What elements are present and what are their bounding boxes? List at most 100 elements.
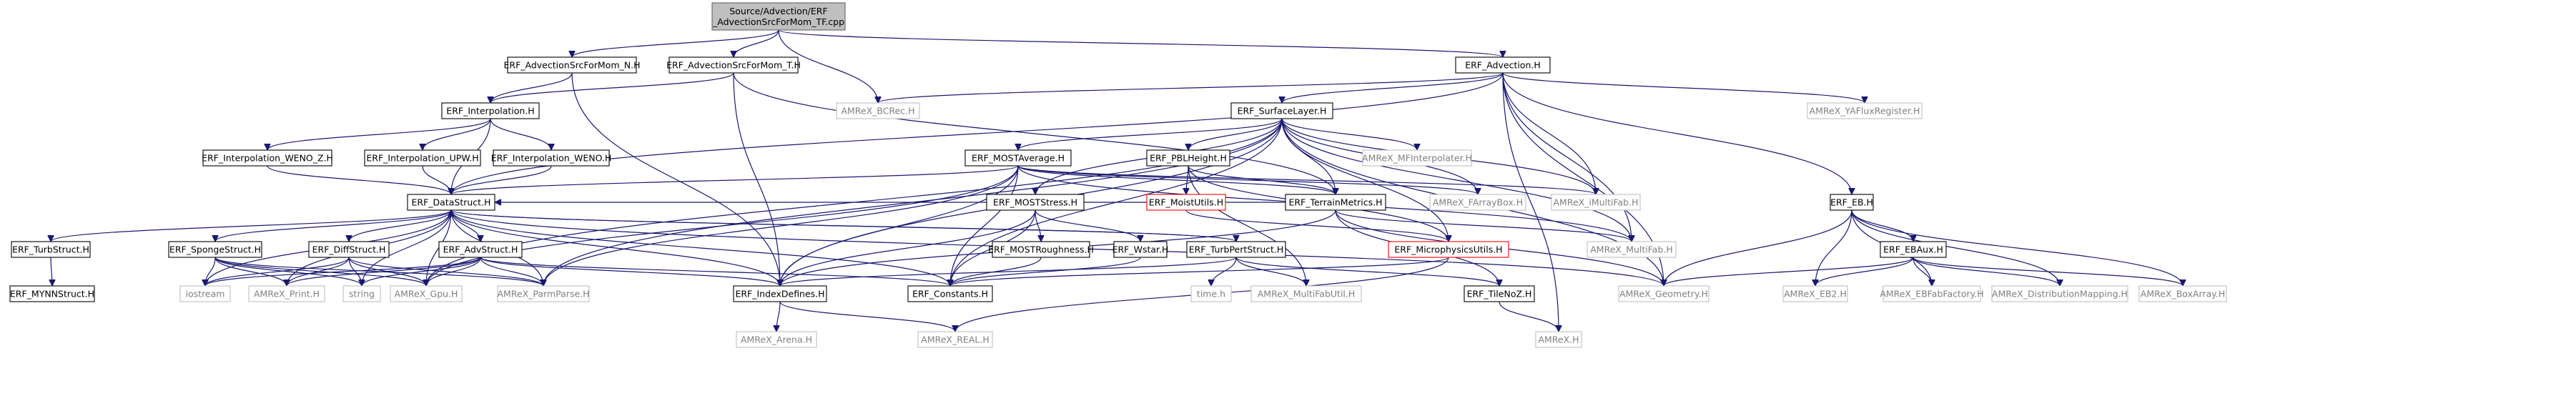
edge-surf-to-mostavg <box>1018 118 1283 151</box>
node-box <box>507 56 637 74</box>
edge-adv-to-surf <box>1282 72 1504 104</box>
edge-root-to-adv <box>778 29 1503 58</box>
edge-eb-to-ebaux <box>1851 209 1913 242</box>
node-farray: AMReX_FArrayBox.H <box>1429 194 1526 211</box>
edge-adv-to-yaflux <box>1502 72 1865 104</box>
node-mostavg[interactable]: ERF_MOSTAverage.H <box>964 149 1072 167</box>
node-tilenoz[interactable]: ERF_TileNoZ.H <box>1464 285 1535 302</box>
node-label: Source/Advection/ERF <box>729 6 827 16</box>
node-box <box>1880 241 1947 258</box>
edge-micro-to-constants <box>950 257 1449 287</box>
edge-moststress-to-mostrough <box>1035 209 1041 242</box>
node-box <box>1830 194 1874 211</box>
node-label: AMReX_BCRec.H <box>841 106 914 117</box>
node-indexdef[interactable]: ERF_IndexDefines.H <box>733 285 827 302</box>
node-box <box>1991 285 2128 302</box>
node-box <box>1618 285 1709 302</box>
node-ebaux[interactable]: ERF_EBAux.H <box>1880 241 1947 258</box>
edge-turbpert-to-indexdef <box>780 257 1237 287</box>
edge-datastruct-to-sponge <box>215 209 452 242</box>
node-box <box>1464 285 1535 302</box>
node-box <box>9 285 95 302</box>
edge-src_n-to-interp <box>490 72 573 104</box>
node-mostrough[interactable]: ERF_MOSTRoughness.H <box>988 241 1094 258</box>
node-box <box>1362 149 1472 167</box>
edge-mostavg-to-imulti <box>1017 165 1596 195</box>
edge-src_n-to-indexdef <box>571 72 780 286</box>
node-box <box>1113 241 1168 258</box>
node-box <box>179 285 231 302</box>
node-sponge[interactable]: ERF_SpongeStruct.H <box>168 241 262 258</box>
node-interp[interactable]: ERF_Interpolation.H <box>441 102 540 119</box>
node-src_n[interactable]: ERF_AdvectionSrcForMom_N.H <box>504 56 641 74</box>
node-label: ERF_SpongeStruct.H <box>169 244 261 255</box>
node-micro[interactable]: ERF_MicrophysicsUtils.H <box>1388 241 1509 258</box>
node-label: AMReX.H <box>1538 335 1579 345</box>
node-box <box>917 331 993 348</box>
node-wstar[interactable]: ERF_Wstar.H <box>1112 241 1169 258</box>
node-box <box>1586 241 1677 258</box>
node-eb2: AMReX_EB2.H <box>1782 285 1848 302</box>
edge-surf-to-pbl <box>1188 118 1283 151</box>
node-wenoz[interactable]: ERF_Interpolation_WENO_Z.H <box>202 149 333 167</box>
node-datastruct[interactable]: ERF_DataStruct.H <box>407 194 495 211</box>
node-diff[interactable]: ERF_DiffStruct.H <box>308 241 390 258</box>
edge-turbpert-to-mfutil <box>1235 257 1306 287</box>
node-box <box>1535 331 1582 348</box>
node-label: AMReX_EB2.H <box>1784 289 1847 299</box>
node-box <box>308 241 390 258</box>
node-mynn[interactable]: ERF_MYNNStruct.H <box>9 285 95 302</box>
edge-surf-to-multifab <box>1281 118 1632 242</box>
node-upw[interactable]: ERF_Interpolation_UPW.H <box>364 149 481 167</box>
edge-adv-to-imulti <box>1502 72 1596 194</box>
edge-eb-to-distmap <box>1851 209 2060 286</box>
node-label: ERF_MOSTStress.H <box>993 197 1077 208</box>
edge-wenoz-to-datastruct <box>267 165 451 195</box>
node-label: AMReX_ParmParse.H <box>497 289 589 299</box>
node-label: AMReX_FArrayBox.H <box>1433 197 1523 208</box>
edge-mostrough-to-constants <box>950 257 1042 287</box>
node-gpu: AMReX_Gpu.H <box>390 285 463 302</box>
node-box <box>248 285 325 302</box>
node-box <box>441 102 540 119</box>
node-label: ERF_EBAux.H <box>1883 244 1943 255</box>
node-label: AMReX_YAFluxRegister.H <box>1810 106 1920 117</box>
node-label: _AdvectionSrcForMom_TF.cpp <box>712 16 844 27</box>
edge-mostavg-to-farray <box>1017 165 1478 195</box>
node-imulti: AMReX_iMultiFab.H <box>1551 194 1641 211</box>
node-turbpert[interactable]: ERF_TurbPertStruct.H <box>1186 241 1286 258</box>
node-moststress[interactable]: ERF_MOSTStress.H <box>986 194 1085 211</box>
edge-src_t-to-terrain <box>733 72 1336 194</box>
node-root[interactable]: Source/Advection/ERF_AdvectionSrcForMom_… <box>711 2 846 31</box>
node-eb[interactable]: ERF_EB.H <box>1830 194 1874 211</box>
node-label: AMReX_MultiFab.H <box>1590 244 1673 255</box>
edge-turbpert-to-datastruct <box>451 209 1237 242</box>
node-label: ERF_Interpolation_WENO.H <box>491 153 612 164</box>
node-box <box>733 285 827 302</box>
node-label: ERF_DiffStruct.H <box>312 244 386 255</box>
node-pbl[interactable]: ERF_PBLHeight.H <box>1146 149 1230 167</box>
node-mfinterp: AMReX_MFInterpolater.H <box>1362 149 1472 167</box>
node-box <box>1250 285 1362 302</box>
node-label: ERF_MicrophysicsUtils.H <box>1394 244 1502 255</box>
node-advstruct[interactable]: ERF_AdvStruct.H <box>438 241 523 258</box>
edge-turbpert-to-tilenoz <box>1235 257 1499 287</box>
node-src_t[interactable]: ERF_AdvectionSrcForMom_T.H <box>666 56 801 74</box>
node-weno[interactable]: ERF_Interpolation_WENO.H <box>491 149 612 167</box>
edge-root-to-src_t <box>734 29 779 58</box>
node-moist[interactable]: ERF_MoistUtils.H <box>1146 194 1226 211</box>
node-box <box>168 241 262 258</box>
node-adv[interactable]: ERF_Advection.H <box>1455 56 1551 74</box>
node-box <box>964 149 1072 167</box>
node-turb[interactable]: ERF_TurbStruct.H <box>11 241 91 258</box>
node-constants[interactable]: ERF_Constants.H <box>907 285 993 302</box>
node-label: AMReX_Print.H <box>254 289 320 299</box>
edge-moststress-to-wstar <box>1035 209 1140 242</box>
node-surf[interactable]: ERF_SurfaceLayer.H <box>1230 102 1333 119</box>
edge-advstruct-to-iostream <box>205 257 481 287</box>
edge-mostavg-to-parmparse <box>543 165 1019 286</box>
node-box <box>836 102 920 119</box>
node-terrain[interactable]: ERF_TerrainMetrics.H <box>1285 194 1386 211</box>
edge-root-to-src_n <box>572 29 779 58</box>
